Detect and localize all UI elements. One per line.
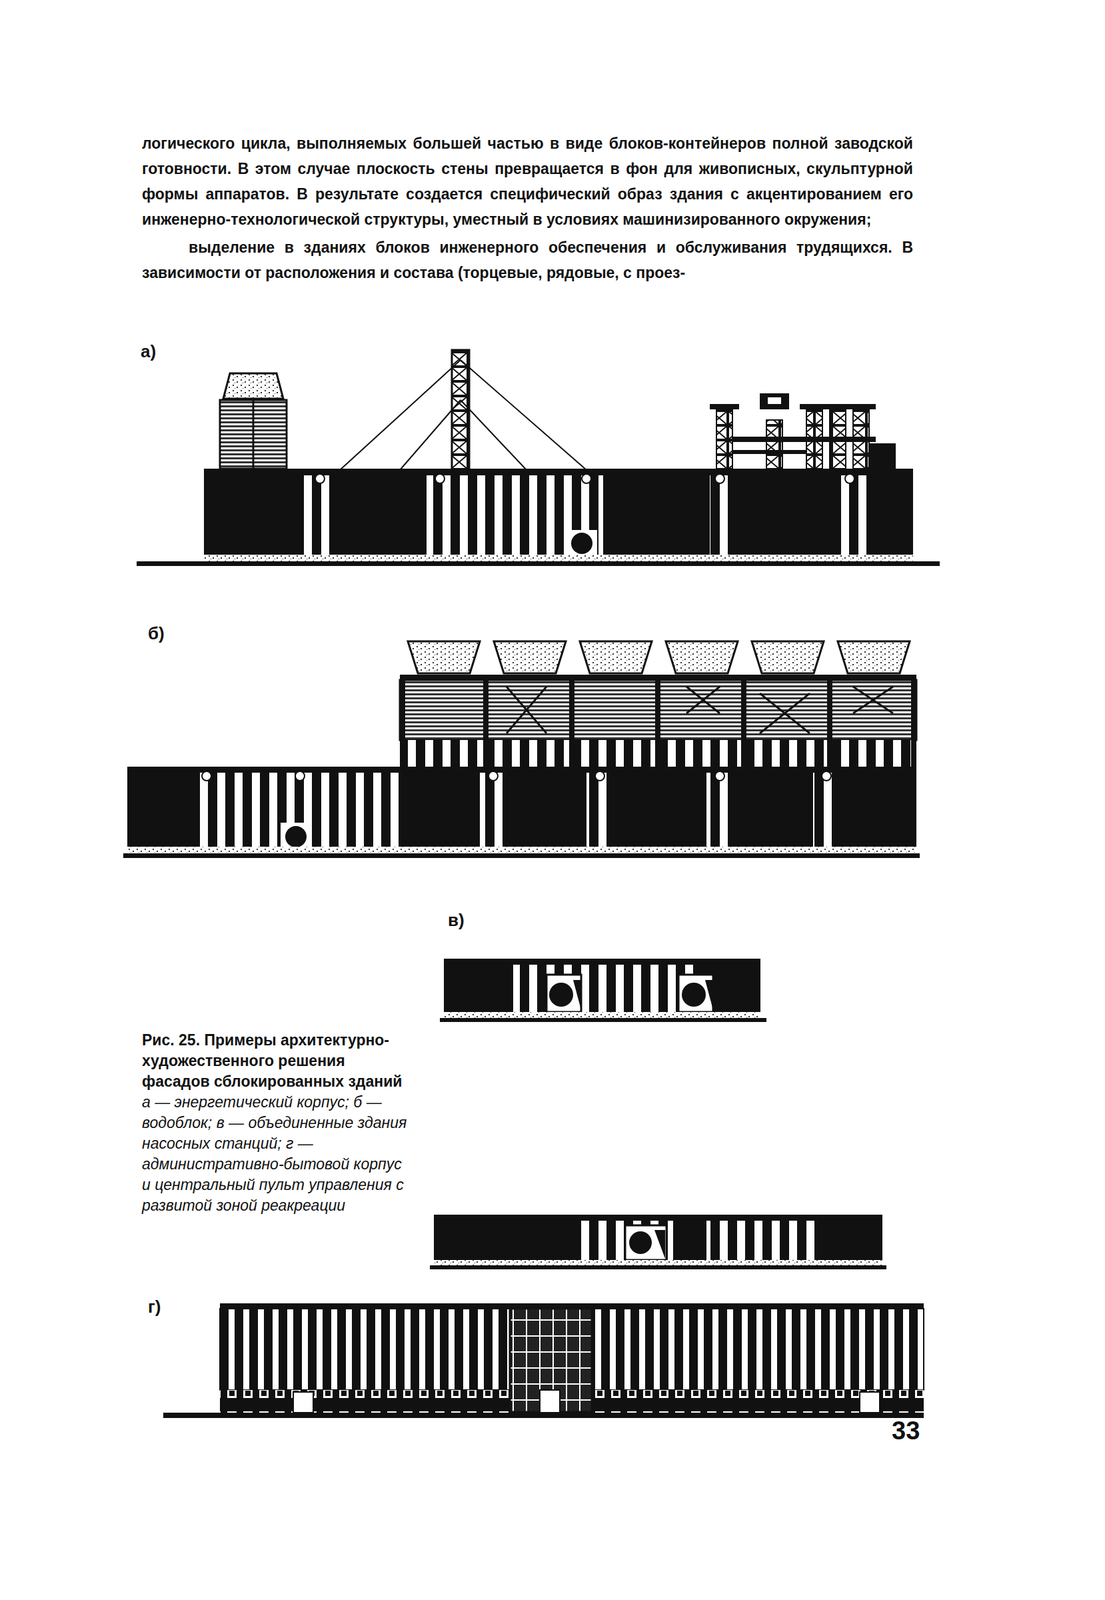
figure-letter: а) [140,341,156,362]
entrance [280,822,312,851]
tower-bowls [407,641,910,674]
energy-building-facade [136,349,940,566]
cooling-tower [219,373,287,469]
roof-band [203,468,914,476]
mast [339,349,587,470]
joint-circles [201,771,832,781]
admin-building-facade [163,1302,924,1418]
joint-circles [315,473,855,484]
figure-caption: Рис. 25. Примеры архитектурно-художестве… [141,1029,409,1092]
figure-letter: в) [447,909,465,931]
dark-panels [127,771,917,851]
pump-station-facade [429,1214,887,1269]
bay-posts [399,674,917,767]
caption-legend: а — энергетический корпус; б — водоблок;… [141,1091,409,1216]
body-paragraph: логического цикла, выполняемых большей ч… [141,130,914,232]
ground-line [123,853,920,858]
plinth [127,846,917,854]
entrance-circle [285,825,307,848]
water-block-facade [123,641,920,858]
entrance [566,529,598,558]
bracing [506,686,894,734]
plinth [203,554,914,562]
figure-letter: б) [147,623,165,644]
process-structures [709,393,896,469]
page-number: 33 [891,1416,920,1445]
ground-line [136,561,940,566]
roof-band [127,766,917,773]
pump-stations-facade [439,958,767,1022]
figure-letter: г) [147,1296,162,1317]
wall-columns [127,771,917,851]
body-paragraph: выделение в зданиях блоков инженерного о… [141,234,914,286]
dark-panels [203,474,914,558]
entrance-circle [571,532,593,554]
wall-columns [203,474,914,558]
